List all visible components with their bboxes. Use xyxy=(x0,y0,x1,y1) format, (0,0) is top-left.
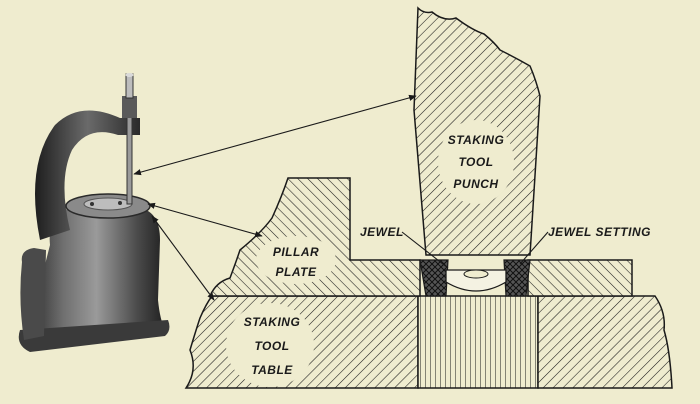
table-section-hole xyxy=(417,295,539,389)
staking-tool-photo xyxy=(18,73,170,352)
leader-jewel-setting xyxy=(519,231,549,265)
punch-label-line3: PUNCH xyxy=(453,177,498,191)
jewel-hole xyxy=(463,269,489,279)
tool-table-hole xyxy=(90,202,94,206)
tool-punch-cap xyxy=(125,73,134,77)
jewel-setting-label: JEWEL SETTING xyxy=(548,225,651,239)
jewel-label: JEWEL xyxy=(360,225,404,239)
punch-label-line1: STAKING xyxy=(448,133,505,147)
tool-punch-holder xyxy=(122,96,137,118)
tool-punch-rod xyxy=(126,109,133,205)
arrow-plate xyxy=(147,202,263,238)
punch-label-blob xyxy=(438,120,514,204)
tool-punch-head xyxy=(125,73,134,99)
tool-base xyxy=(28,208,165,340)
plate-label-line1: PILLAR xyxy=(273,245,319,259)
table-label-line1: STAKING xyxy=(244,315,301,329)
pillar-plate-right xyxy=(527,259,633,297)
plate-label-blob xyxy=(256,236,336,284)
jewel-shape xyxy=(445,269,507,292)
tool-table-hole xyxy=(118,201,122,205)
table-label-line2: TOOL xyxy=(254,339,289,353)
plate-label-line2: PLATE xyxy=(276,265,317,279)
punch-label-line2: TOOL xyxy=(458,155,493,169)
tool-arm xyxy=(35,110,140,240)
connector-arrows xyxy=(133,94,549,301)
leader-jewel xyxy=(401,231,449,269)
text-labels: STAKING TOOL PUNCH JEWEL JEWEL SETTING P… xyxy=(244,133,651,377)
tool-side-leg xyxy=(20,248,46,340)
table-section-right xyxy=(537,295,673,389)
table-label-line3: TABLE xyxy=(251,363,293,377)
jewel-setting-right xyxy=(503,259,531,297)
table-label-blob xyxy=(226,303,314,387)
tool-foot-plate xyxy=(18,320,170,352)
arrow-table xyxy=(151,215,215,301)
arrow-punch xyxy=(133,94,417,176)
label-blobs xyxy=(226,120,514,387)
